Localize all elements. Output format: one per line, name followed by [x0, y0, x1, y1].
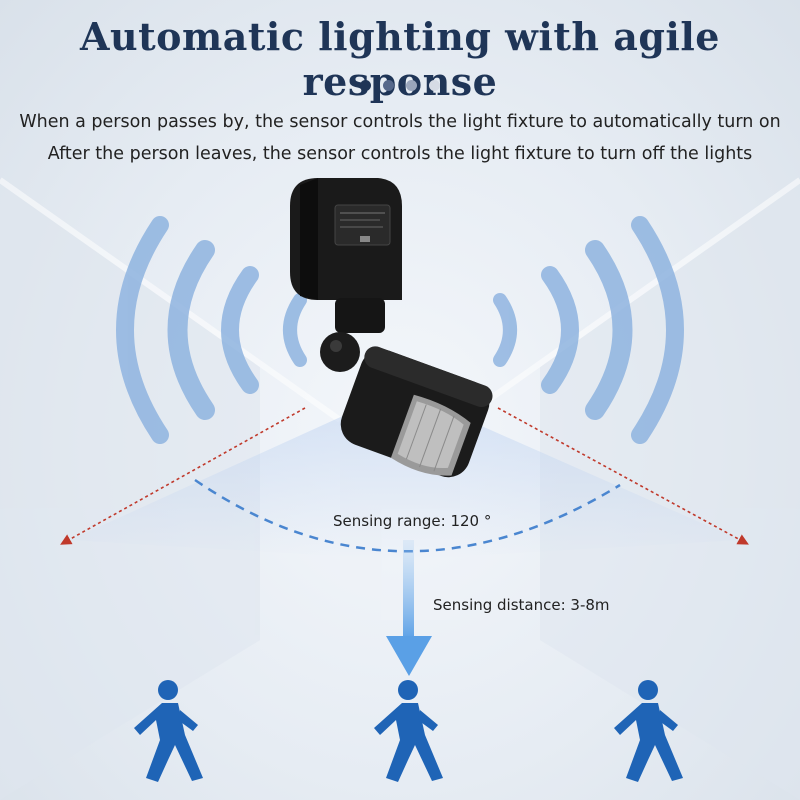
- motion-sensor-icon: [290, 178, 493, 478]
- arrow-down-icon: [386, 540, 432, 676]
- range-arrow-right: [497, 407, 749, 545]
- sensing-range-arc: [194, 478, 621, 553]
- corridor-background: [0, 177, 800, 800]
- wave-icon: [493, 216, 684, 444]
- range-arrow-left: [60, 407, 306, 545]
- wave-icon: [116, 216, 307, 444]
- walking-person-icon: [374, 680, 443, 782]
- carousel-dot[interactable]: [383, 80, 394, 91]
- carousel-dot[interactable]: [429, 80, 440, 91]
- sensing-range-label: Sensing range: 120 °: [333, 512, 492, 530]
- description-line-1: When a person passes by, the sensor cont…: [19, 112, 781, 132]
- description-line-2: After the person leaves, the sensor cont…: [47, 144, 753, 164]
- sensing-distance-label: Sensing distance: 3-8m: [433, 596, 610, 614]
- carousel-dot[interactable]: [360, 80, 371, 91]
- carousel-dot[interactable]: [406, 80, 417, 91]
- sensing-beam: [70, 390, 740, 560]
- carousel-dots: [0, 80, 800, 91]
- walking-person-icon: [614, 680, 683, 782]
- walking-person-icon: [134, 680, 203, 782]
- banner-title: Automatic lighting with agile response: [80, 14, 720, 104]
